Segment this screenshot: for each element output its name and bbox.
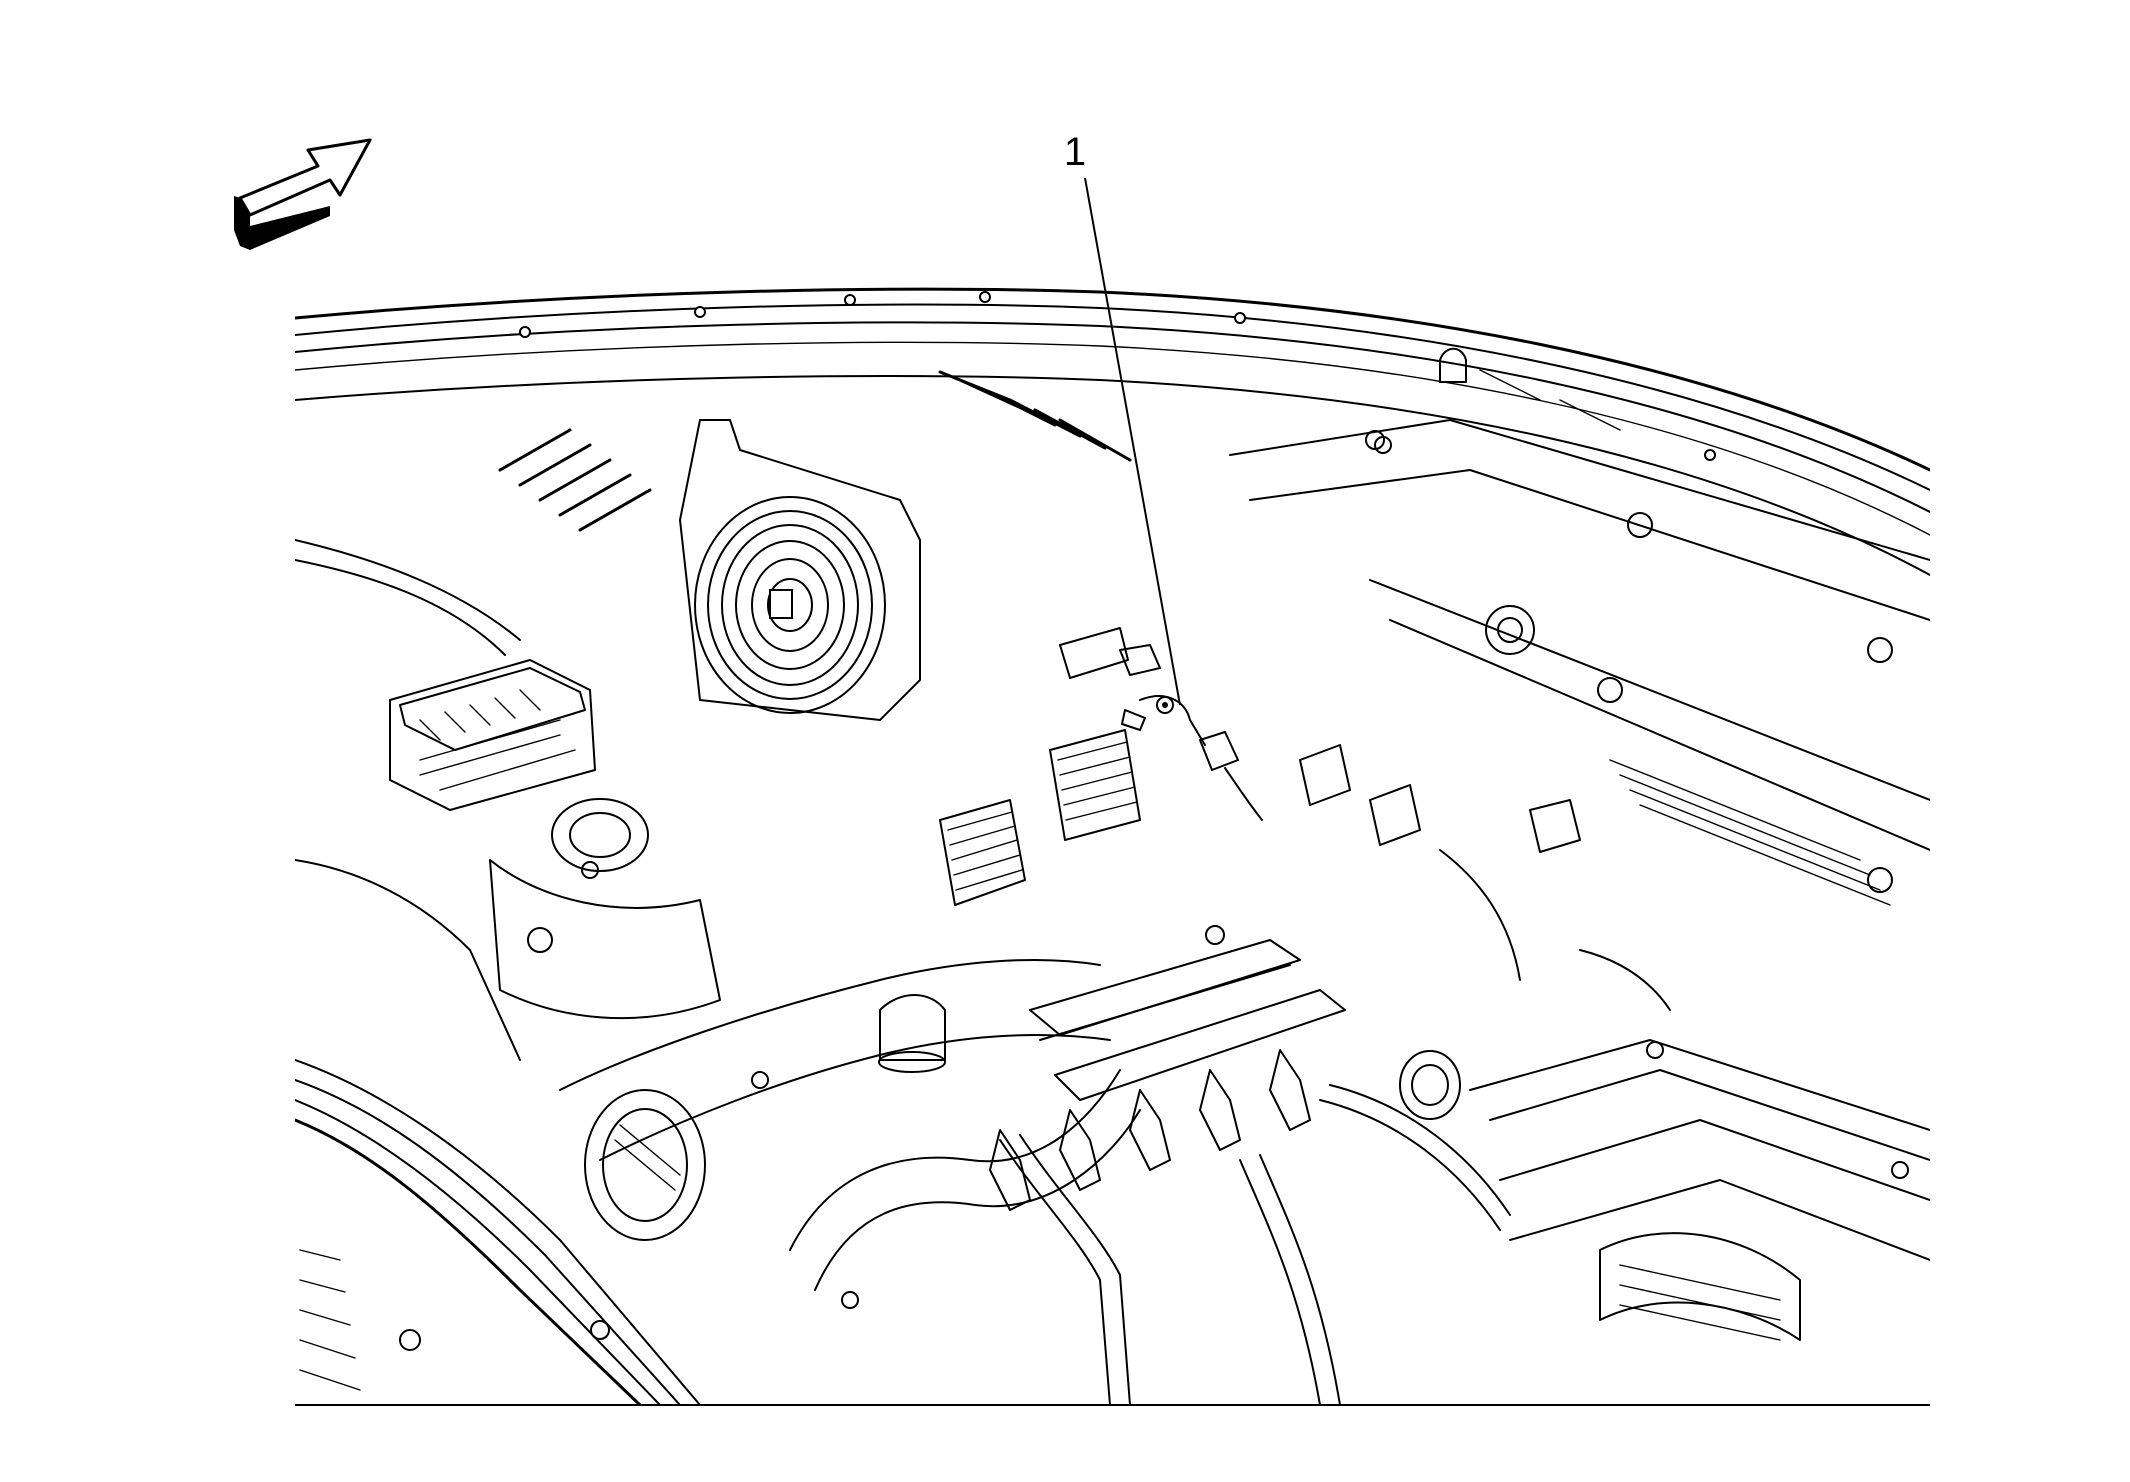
injector-row — [989, 1049, 1311, 1211]
front-direction-arrow-icon — [234, 138, 372, 250]
right-cowl-cover — [1229, 419, 1930, 906]
callout-1: 1 — [1064, 130, 1181, 706]
cowl-vent-louvers — [498, 370, 1132, 532]
callout-leader-line — [1084, 177, 1181, 706]
fasteners — [751, 430, 1909, 1309]
fuel-lines — [999, 1084, 1511, 1405]
engine-compartment-illustration — [295, 287, 1930, 1405]
harness-ground-terminal — [1121, 695, 1263, 821]
left-inner-fender — [295, 539, 701, 1405]
right-harness — [1299, 744, 1671, 1120]
fuse-block — [389, 659, 596, 811]
callout-number-1: 1 — [1064, 130, 1086, 174]
coolant-hose — [789, 1069, 1141, 1291]
ecm-connectors — [939, 627, 1161, 906]
right-valve-cover — [1469, 1039, 1930, 1341]
fuel-rail-injectors — [878, 939, 1346, 1211]
air-intake-duct — [559, 959, 1111, 1241]
cowl-panel — [295, 287, 1930, 576]
brake-booster — [679, 419, 921, 721]
left-strut-tower — [489, 798, 721, 1020]
